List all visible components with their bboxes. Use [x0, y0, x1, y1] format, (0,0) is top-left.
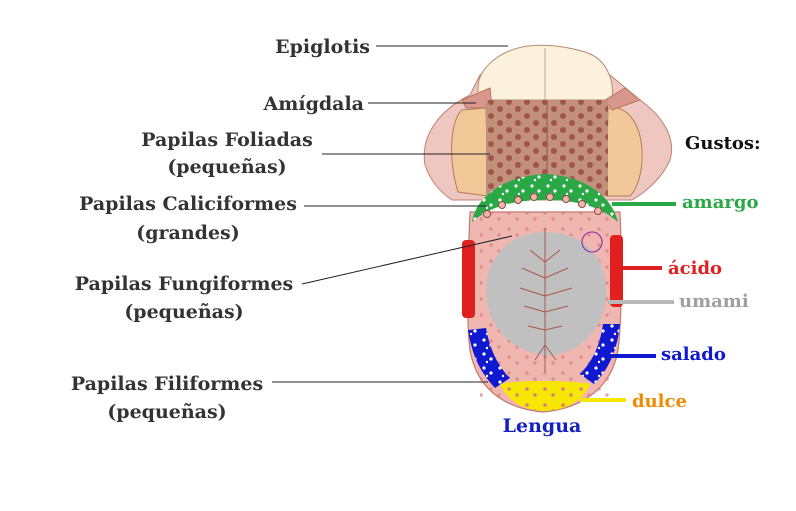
- fungiform-papilla-marker: [581, 231, 603, 253]
- taste-lines: [580, 202, 676, 402]
- label-caliciformes-line2: (grandes): [136, 222, 239, 244]
- sour-zone-left: [462, 240, 475, 318]
- label-acido: ácido: [668, 258, 722, 279]
- tonsil-left: [451, 107, 489, 197]
- label-salado: salado: [661, 344, 726, 365]
- label-epiglotis: Epiglotis: [275, 36, 370, 58]
- label-filiformes-line1: Papilas Filiformes: [71, 373, 263, 395]
- sour-zone-right: [610, 235, 623, 307]
- label-fungiformes-line2: (pequeñas): [124, 301, 243, 323]
- anatomy-labels: Epiglotis Amígdala Papilas Foliadas (peq…: [71, 36, 370, 423]
- sweet-zone-specks: [500, 381, 590, 411]
- bitter-zone-specks: [472, 174, 618, 222]
- label-amargo: amargo: [682, 192, 758, 213]
- diagram-title: Lengua: [503, 415, 582, 437]
- umami-zone: [486, 232, 606, 356]
- tongue-veins: [519, 228, 573, 372]
- label-dulce: dulce: [632, 391, 687, 412]
- tonsil-right: [605, 107, 643, 197]
- tonsil-right-fold: [604, 87, 642, 111]
- circumvallate-papillae: [483, 193, 602, 218]
- leader-lines-left: [272, 45, 513, 383]
- label-filiformes-line2: (pequeñas): [107, 401, 226, 423]
- label-gustos: Gustos:: [685, 133, 761, 154]
- taste-labels: Gustos: amargo ácido umami salado dulce: [632, 133, 761, 412]
- leader-fungiformes: [301, 235, 513, 285]
- label-caliciformes-line1: Papilas Caliciformes: [79, 193, 297, 215]
- label-foliadas-line1: Papilas Foliadas: [141, 129, 313, 151]
- label-umami: umami: [679, 291, 749, 312]
- label-fungiformes-line1: Papilas Fungiformes: [75, 273, 293, 295]
- label-foliadas-line2: (pequeñas): [167, 156, 286, 178]
- salty-zone-left-specks: [468, 328, 510, 388]
- salty-zone-right-specks: [580, 324, 620, 384]
- label-amigdala: Amígdala: [263, 93, 364, 115]
